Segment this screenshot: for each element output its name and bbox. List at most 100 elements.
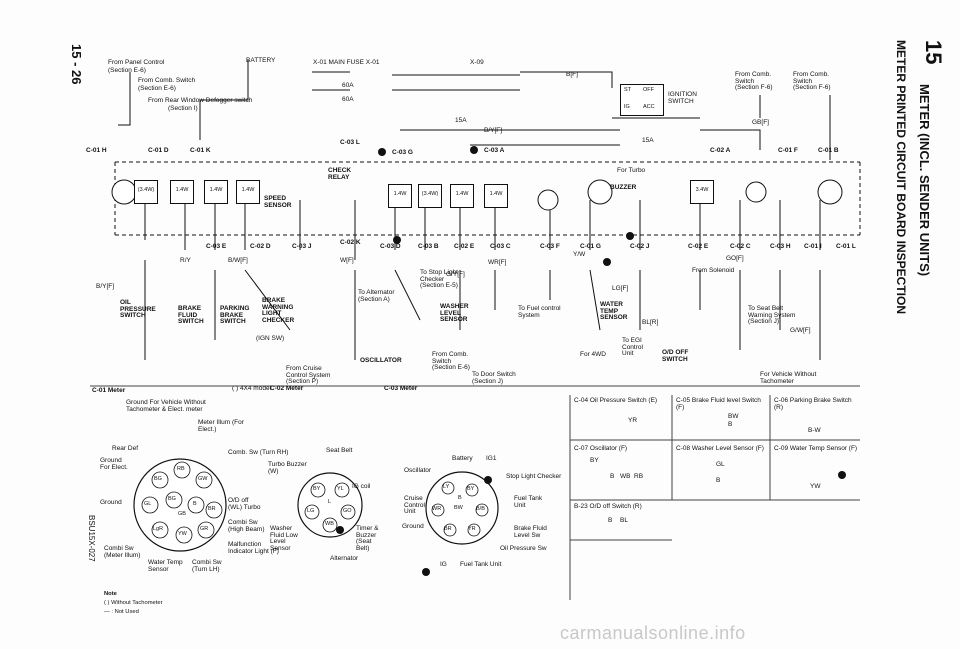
- conn-top-5: C-03 A: [484, 147, 505, 154]
- c02-label-5: Alternator: [330, 555, 359, 562]
- conn-top-0: C-01 H: [86, 147, 107, 154]
- lamp-2: 1.4W: [204, 180, 228, 204]
- label-to-door-switch: To Door Switch (Section J): [472, 371, 516, 385]
- c01-pin-1: RB: [177, 466, 185, 472]
- sensor-panel-3-pin-2: WB: [620, 473, 631, 480]
- label-to-stop-light: To Stop Light Checker (Section E-5): [420, 269, 458, 289]
- c01-label-6: Combi Sw (Turn LH): [192, 559, 222, 573]
- conn-mid-0: C-03 E: [206, 243, 227, 250]
- c03-label-1: IG1: [486, 455, 497, 462]
- c03-pin-3: WR: [432, 506, 442, 512]
- lamp-1: 1.4W: [170, 180, 194, 204]
- c01-pin-10: GB: [178, 511, 186, 517]
- c03-label-9: IG: [440, 561, 447, 568]
- label-section-e6b: (Section E-6): [138, 85, 176, 92]
- c03-label-8: Oil Pressure Sw: [500, 545, 547, 552]
- lamp-3: 1.4W: [236, 180, 260, 204]
- c03-pin-0: LY: [443, 484, 450, 490]
- conn-top-2: C-01 K: [190, 147, 211, 154]
- conn-mid-7: C-03 C: [490, 243, 511, 250]
- label-to-eg-control: To EGI Control Unit: [622, 337, 643, 357]
- wire-color-10: BL[R]: [642, 319, 659, 326]
- c01-pin-3: GL: [144, 501, 152, 507]
- label-speed-sensor: SPEED SENSOR: [264, 195, 292, 209]
- c03-label-7: Brake Fluid Level Sw: [514, 525, 547, 539]
- conn-mid-12: C-02 C: [730, 243, 751, 250]
- c03-pin-2: B/B: [476, 506, 485, 512]
- sensor-panel-0-pin-0: YR: [628, 417, 638, 424]
- note-title: Note: [104, 591, 117, 597]
- sensor-panel-6-pin-1: BL: [620, 517, 628, 524]
- lamp-4: 1.4W: [388, 184, 412, 208]
- c03-pin-1: BY: [467, 486, 475, 492]
- wire-color-9: LG[F]: [612, 285, 629, 292]
- label-from-solenoid: From Solenoid: [692, 267, 735, 274]
- conn-top-7: C-01 F: [778, 147, 798, 154]
- conn-mid-10: C-02 J: [630, 243, 650, 250]
- label-ignition-switch: IGNITION SWITCH: [668, 91, 697, 105]
- c03-label-2: Oscillator: [404, 467, 432, 474]
- lamp-6: 1.4W: [450, 184, 474, 208]
- c03-label-4: Cruise Control Unit: [404, 495, 425, 515]
- label-for-4wd: For 4WD: [580, 351, 606, 358]
- c02-pin-2: LG: [307, 508, 315, 514]
- sensor-panel-3-pin-0: BY: [590, 457, 599, 464]
- lamp-0: (3.4W): [134, 180, 158, 204]
- label-section-i: (Section I): [168, 105, 198, 112]
- c02-pin-0: BY: [313, 486, 321, 492]
- c03-pin-7: B: [458, 495, 462, 501]
- label-c01-meter: C-01 Meter: [92, 387, 126, 394]
- wire-color-5: G/Y[F]: [446, 271, 465, 278]
- label-parking-brake-switch: PARKING BRAKE SWITCH: [220, 305, 250, 325]
- sensor-panel-4-pin-1: B: [716, 477, 721, 484]
- c01-label-2: Ground For Elect.: [100, 457, 128, 471]
- wire-color-4: B/Y[F]: [484, 127, 503, 134]
- sensor-panel-3-pin-1: B: [610, 473, 615, 480]
- c02-label-4: Timer & Buzzer (Seat Belt): [356, 525, 379, 552]
- c01-title: Ground For Vehicle Without Tachometer & …: [126, 399, 206, 413]
- ign-acc: ACC: [643, 104, 655, 110]
- conn-mid-6: C-02 E: [454, 243, 475, 250]
- c01-pin-7: LgR: [153, 526, 164, 532]
- sensor-panel-5-pin-0: YW: [810, 483, 821, 490]
- c02-pin-4: WB: [325, 521, 334, 527]
- lamp-5: (3.4W): [418, 184, 442, 208]
- label-oil-pressure-switch: OIL PRESSURE SWITCH: [120, 299, 156, 319]
- label-from-comb-switch: From Comb. Switch: [138, 77, 196, 84]
- c01-pin-5: B: [193, 501, 197, 507]
- label-section-e6: (Section E-6): [108, 67, 146, 74]
- sensor-panel-4-pin-0: GL: [716, 461, 725, 468]
- sensor-panel-3-pin-3: RB: [634, 473, 644, 480]
- label-from-cruise: From Cruise Control System (Section P): [286, 365, 331, 385]
- conn-mid-14: C-01 I: [804, 243, 822, 250]
- c01-pin-2: GW: [198, 476, 208, 482]
- conn-mid-4: C-03 D: [380, 243, 401, 250]
- c03-pin-4: BR: [444, 526, 452, 532]
- c01-label-10: Malfunction Indicator Light (F): [228, 541, 279, 555]
- label-water-temp-sensor: WATER TEMP SENSOR: [600, 301, 628, 321]
- sensor-panel-2-title: C-06 Parking Brake Switch (R): [774, 397, 852, 411]
- conn-mid-11: C-02 E: [688, 243, 709, 250]
- wire-color-1: R/Y: [180, 257, 191, 264]
- c02-pin-5: L: [328, 499, 332, 505]
- conn-top-4: C-03 G: [392, 149, 413, 156]
- label-to-alternator: To Alternator (Section A): [358, 289, 395, 303]
- c01-label-1: Rear Def: [112, 445, 139, 452]
- label-fuse-15a-1: 15A: [455, 117, 467, 124]
- lamp-7: 1.4W: [484, 184, 508, 208]
- wire-color-3: W[F]: [340, 257, 354, 264]
- label-model-4x4: ( ) 4X4 model: [232, 385, 272, 392]
- c01-label-3: Ground: [100, 499, 122, 506]
- label-main-fuse: X-01 MAIN FUSE X-01: [313, 59, 380, 66]
- ign-off: OFF: [643, 87, 654, 93]
- conn-mid-3: C-02 K: [340, 239, 361, 246]
- ignition-switch-box: ST OFF IG ACC: [620, 84, 664, 116]
- sensor-panel-6-pin-0: B: [608, 517, 613, 524]
- c02-pin-3: GO: [343, 508, 352, 514]
- c03-label-0: Battery: [452, 455, 473, 462]
- conn-mid-1: C-02 D: [250, 243, 271, 250]
- label-from-comb-switch-f6b: From Comb. Switch (Section F-6): [793, 71, 831, 91]
- c01-label-5: Water Temp Sensor: [148, 559, 183, 573]
- note-line-1: ( ) Without Tachometer: [104, 600, 163, 606]
